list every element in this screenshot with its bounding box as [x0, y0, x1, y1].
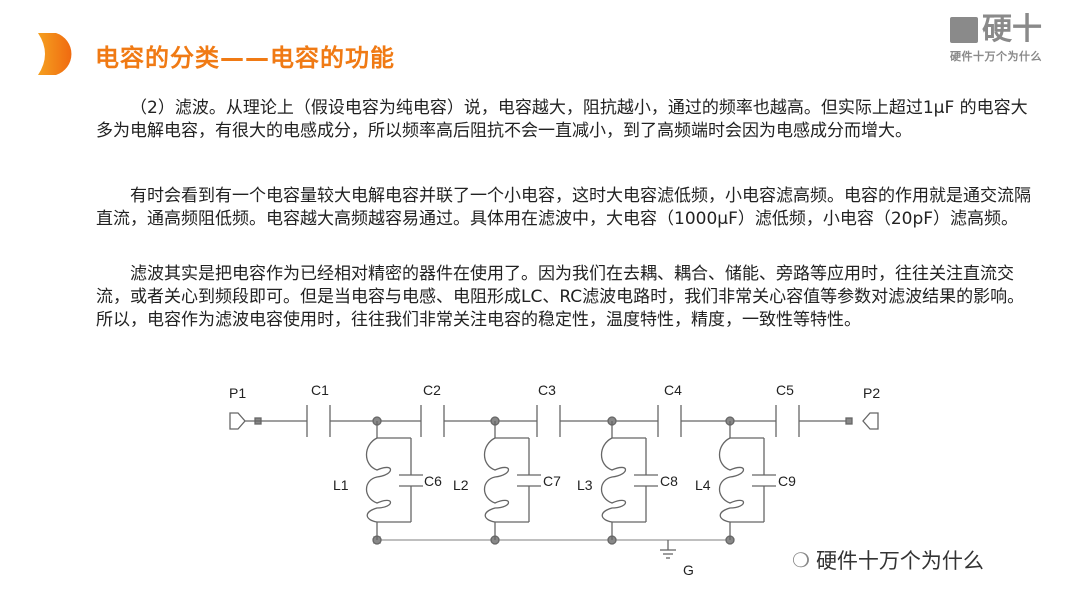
label-l3: L3	[577, 477, 593, 493]
brand-logo: 硬十 硬件十万个为什么	[950, 14, 1065, 64]
logo-subtitle: 硬件十万个为什么	[950, 50, 1042, 63]
inductor-coil	[718, 437, 745, 523]
label-l4: L4	[695, 477, 711, 493]
label-l1: L1	[333, 477, 349, 493]
label-c8: C8	[660, 473, 678, 489]
wechat-icon: ❍	[792, 548, 810, 572]
label-c3: C3	[538, 382, 556, 398]
label-c5: C5	[776, 382, 794, 398]
logo-main-text: 硬十	[982, 12, 1042, 47]
label-c9: C9	[778, 473, 796, 489]
label-c1: C1	[311, 382, 329, 398]
watermark-text: 硬件十万个为什么	[815, 549, 984, 573]
title-chevron-icon	[38, 33, 72, 75]
label-c6: C6	[424, 473, 442, 489]
page-title: 电容的分类——电容的功能	[95, 44, 395, 72]
inductor-coil	[600, 437, 627, 523]
circuit-logo-icon	[950, 17, 978, 43]
label-ground: G	[683, 562, 694, 578]
label-c4: C4	[664, 382, 682, 398]
paragraph-1: （2）滤波。从理论上（假设电容为纯电容）说，电容越大，阻抗越小，通过的频率也越高…	[96, 98, 1028, 141]
inductor-coil	[483, 437, 510, 523]
watermark: ❍ 硬件十万个为什么	[792, 545, 984, 575]
label-p1: P1	[229, 385, 246, 401]
label-c2: C2	[423, 382, 441, 398]
label-l2: L2	[453, 477, 469, 493]
label-p2: P2	[863, 385, 880, 401]
inductor-coil	[365, 437, 392, 523]
label-c7: C7	[543, 473, 561, 489]
paragraph-2: 有时会看到有一个电容量较大电解电容并联了一个小电容，这时大电容滤低频，小电容滤高…	[96, 186, 1031, 229]
paragraph-3: 滤波其实是把电容作为已经相对精密的器件在使用了。因为我们在去耦、耦合、储能、旁路…	[96, 264, 1025, 330]
